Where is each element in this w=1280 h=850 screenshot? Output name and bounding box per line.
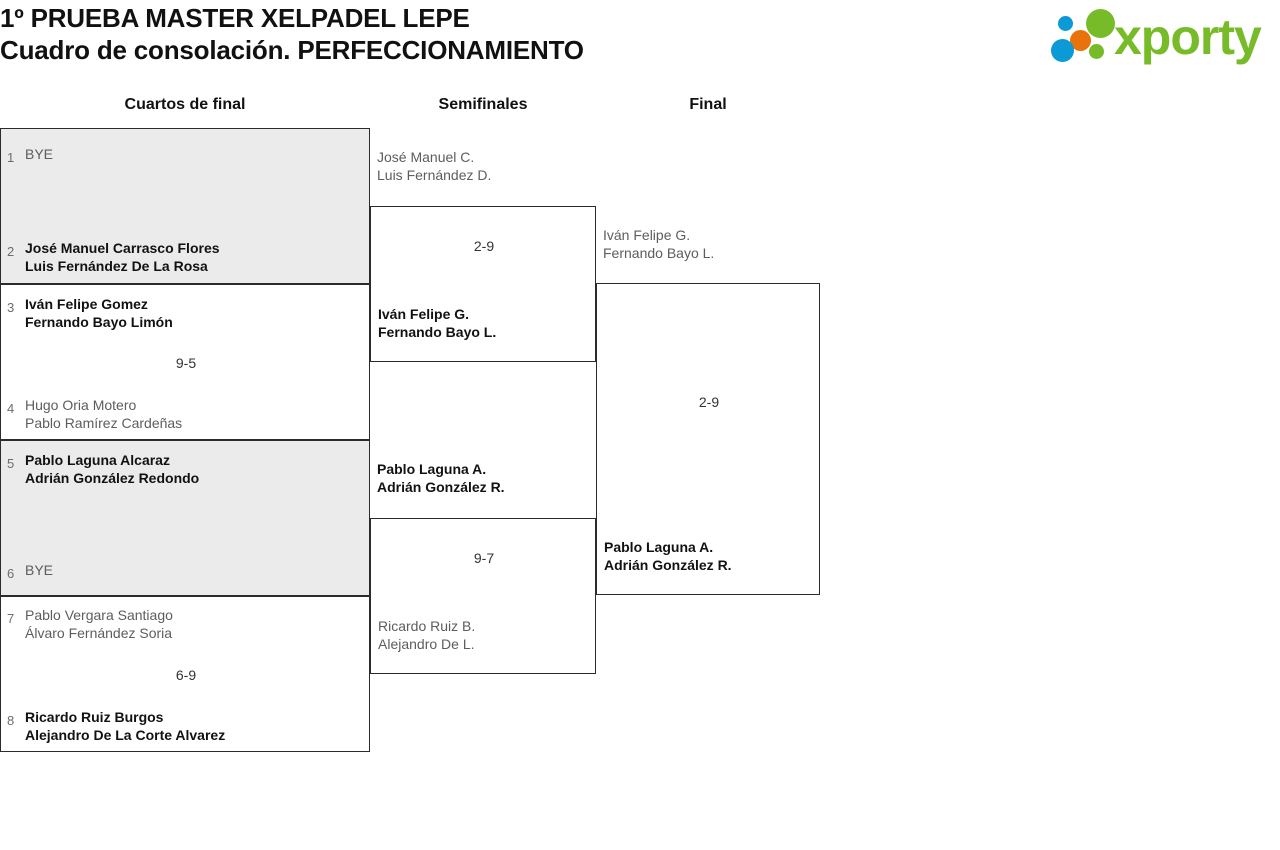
semifinal-2-top-team[interactable]: Pablo Laguna A. Adrián González R. (370, 460, 596, 496)
tournament-title: 1º PRUEBA MASTER XELPADEL LEPE (0, 3, 470, 33)
logo-dots-icon (1048, 6, 1120, 68)
seed-number: 3 (7, 300, 15, 315)
seed-number: 2 (7, 244, 15, 259)
match-qf-1[interactable]: 1 BYE 2 José Manuel Carrasco Flores Luis… (0, 128, 370, 284)
match-qf-2[interactable]: 3 Iván Felipe Gomez Fernando Bayo Limón … (0, 284, 370, 440)
final-top-team[interactable]: Iván Felipe G. Fernando Bayo L. (596, 226, 820, 262)
team-names: Ricardo Ruiz B. Alejandro De L. (378, 618, 476, 652)
seed-number: 6 (7, 566, 15, 581)
seed-number: 4 (7, 401, 15, 416)
team-names: Pablo Vergara Santiago Álvaro Fernández … (25, 607, 173, 641)
match-slot-top[interactable]: 1 BYE (1, 145, 371, 167)
seed-number: 7 (7, 611, 15, 626)
match-slot-bottom[interactable]: Ricardo Ruiz B. Alejandro De L. (371, 617, 597, 653)
match-slot-bottom[interactable]: 2 José Manuel Carrasco Flores Luis Ferná… (1, 239, 371, 275)
match-score: 9-5 (175, 355, 197, 371)
semifinal-1-top-team[interactable]: José Manuel C. Luis Fernández D. (370, 148, 596, 184)
match-qf-3[interactable]: 5 Pablo Laguna Alcaraz Adrián González R… (0, 440, 370, 596)
team-names: José Manuel Carrasco Flores Luis Fernánd… (25, 240, 220, 274)
match-sf-2[interactable]: 9-7 Ricardo Ruiz B. Alejandro De L. (370, 518, 596, 674)
page-header: 1º PRUEBA MASTER XELPADEL LEPE Cuadro de… (0, 0, 1280, 80)
team-names: Ricardo Ruiz Burgos Alejandro De La Cort… (25, 709, 226, 743)
match-slot-top[interactable]: 7 Pablo Vergara Santiago Álvaro Fernánde… (1, 606, 371, 642)
match-qf-4[interactable]: 7 Pablo Vergara Santiago Álvaro Fernánde… (0, 596, 370, 752)
seed-number: 8 (7, 713, 15, 728)
round-header-quarterfinals: Cuartos de final (124, 96, 246, 113)
logo-dot-green-small (1089, 44, 1104, 59)
logo-dot-blue-small (1058, 16, 1073, 31)
title-block: 1º PRUEBA MASTER XELPADEL LEPE Cuadro de… (0, 2, 900, 66)
match-slot-top[interactable]: 5 Pablo Laguna Alcaraz Adrián González R… (1, 451, 371, 487)
logo-dot-orange (1070, 30, 1091, 51)
match-slot-bottom[interactable]: 6 BYE (1, 561, 371, 583)
team-names: Iván Felipe Gomez Fernando Bayo Limón (25, 296, 173, 330)
match-slot-bottom[interactable]: Iván Felipe G. Fernando Bayo L. (371, 305, 597, 341)
logo-dot-green-large (1086, 9, 1115, 38)
match-score: 6-9 (175, 667, 197, 683)
logo-wordmark: xporty (1114, 9, 1262, 65)
match-slot-bottom[interactable]: 4 Hugo Oria Motero Pablo Ramírez Cardeña… (1, 396, 371, 432)
team-names: Iván Felipe G. Fernando Bayo L. (378, 306, 497, 340)
team-names: Hugo Oria Motero Pablo Ramírez Cardeñas (25, 397, 183, 431)
match-slot-top[interactable]: 3 Iván Felipe Gomez Fernando Bayo Limón (1, 295, 371, 331)
team-names: Pablo Laguna A. Adrián González R. (377, 461, 505, 495)
seed-number: 1 (7, 150, 15, 165)
match-slot-bottom[interactable]: Pablo Laguna A. Adrián González R. (597, 538, 821, 574)
xporty-logo[interactable]: xporty (1048, 6, 1276, 68)
team-names: Pablo Laguna A. Adrián González R. (604, 539, 732, 573)
match-slot-bottom[interactable]: 8 Ricardo Ruiz Burgos Alejandro De La Co… (1, 708, 371, 744)
logo-dot-blue-large (1051, 39, 1074, 62)
match-sf-1[interactable]: 2-9 Iván Felipe G. Fernando Bayo L. (370, 206, 596, 362)
match-final[interactable]: 2-9 Pablo Laguna A. Adrián González R. (596, 283, 820, 595)
match-score: 9-7 (473, 550, 495, 566)
team-names: BYE (25, 146, 54, 162)
bracket-subtitle: Cuadro de consolación. PERFECCIONAMIENTO (0, 35, 584, 65)
team-names: Iván Felipe G. Fernando Bayo L. (603, 227, 715, 261)
round-header-semifinals: Semifinales (438, 96, 528, 113)
round-header-final: Final (689, 96, 727, 113)
match-score: 2-9 (698, 394, 720, 410)
match-score: 2-9 (473, 238, 495, 254)
team-names: José Manuel C. Luis Fernández D. (377, 149, 492, 183)
team-names: BYE (25, 562, 54, 578)
seed-number: 5 (7, 456, 15, 471)
team-names: Pablo Laguna Alcaraz Adrián González Red… (25, 452, 200, 486)
